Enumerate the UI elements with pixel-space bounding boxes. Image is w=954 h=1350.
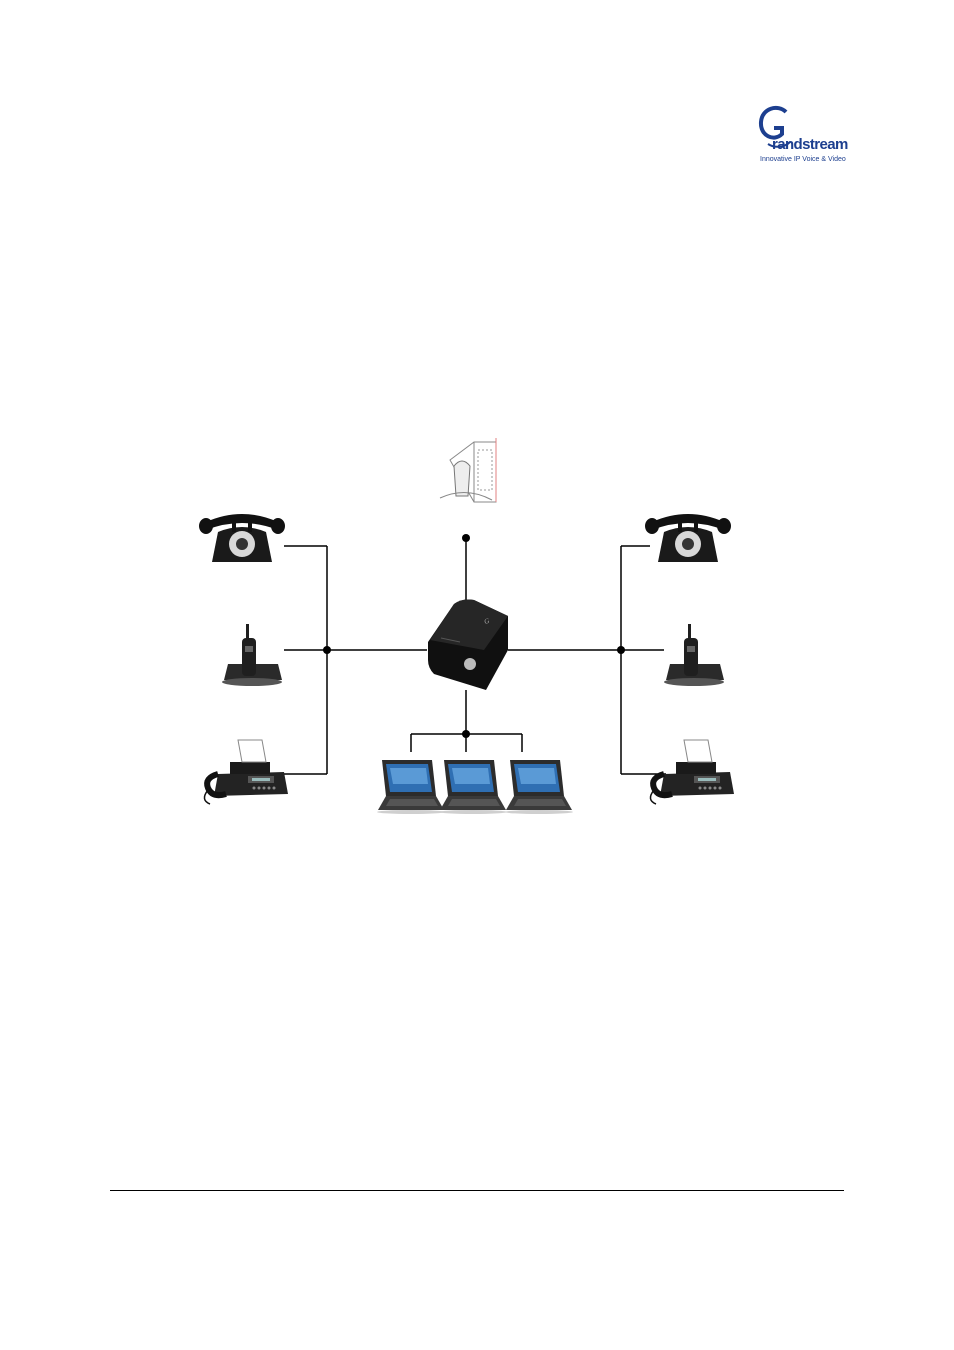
right-cordless-phone-icon bbox=[664, 624, 724, 686]
left-fax-machine-icon bbox=[204, 740, 288, 804]
left-cordless-phone-icon bbox=[222, 624, 282, 686]
left-rotary-phone-icon bbox=[199, 514, 285, 562]
laptop-icon-3 bbox=[505, 760, 573, 814]
laptop-icon-2 bbox=[439, 760, 507, 814]
footer-divider bbox=[110, 1190, 844, 1191]
right-rotary-phone-icon bbox=[645, 514, 731, 562]
broadband-modem bbox=[440, 438, 496, 502]
right-fax-machine-icon bbox=[650, 740, 734, 804]
gateway-device: G bbox=[428, 600, 508, 691]
laptop-icon-1 bbox=[377, 760, 445, 814]
